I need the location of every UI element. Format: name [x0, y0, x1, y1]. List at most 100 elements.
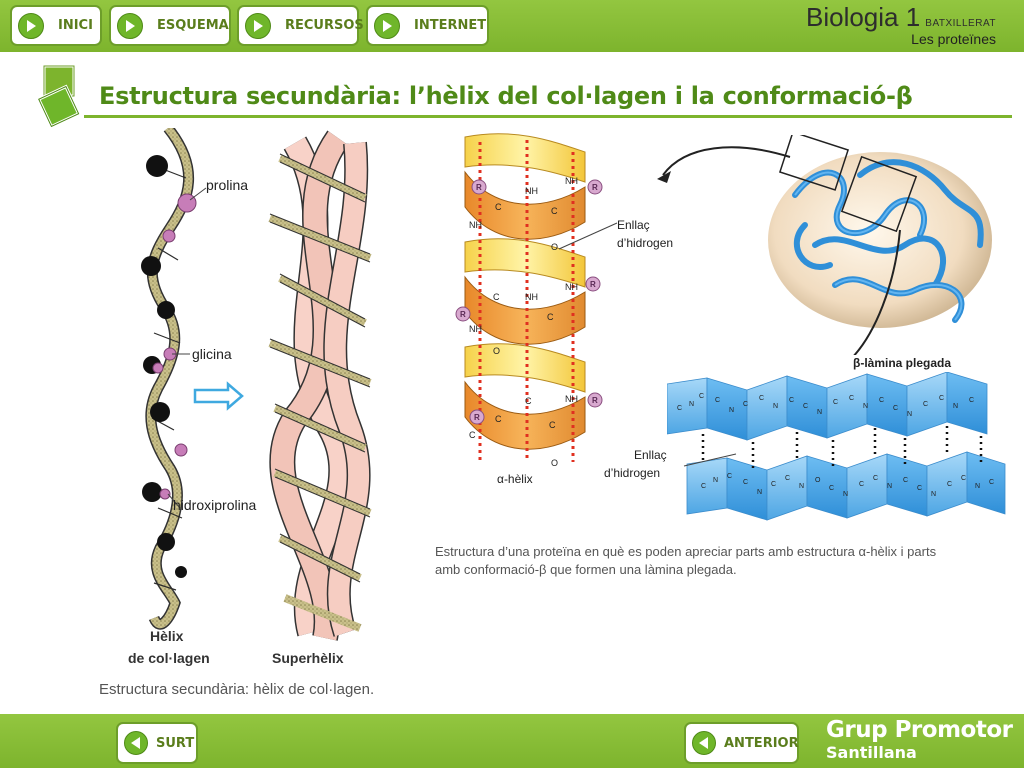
svg-text:N: N — [863, 403, 868, 410]
surt-button[interactable]: SURT — [116, 722, 198, 764]
nav-esquema-button[interactable]: ESQUEMA — [109, 5, 231, 46]
alpha-label: α-hèlix — [497, 472, 533, 486]
svg-text:C: C — [549, 420, 556, 430]
label-glicina: glicina — [192, 346, 232, 362]
svg-text:C: C — [771, 481, 776, 488]
svg-text:C: C — [873, 475, 878, 482]
svg-text:NH: NH — [565, 176, 578, 186]
svg-text:N: N — [729, 407, 734, 414]
play-right-icon — [117, 12, 143, 39]
publisher-logo: Grup Promotor Santillana — [826, 716, 1013, 762]
label-hidroxiprolina: hidroxiprolina — [173, 497, 257, 513]
svg-text:C: C — [493, 292, 500, 302]
svg-text:C: C — [903, 477, 908, 484]
svg-text:C: C — [469, 430, 476, 440]
anterior-label: ANTERIOR — [724, 735, 799, 751]
svg-text:C: C — [727, 473, 732, 480]
protein-caption: Estructura d’una proteïna en què es pode… — [435, 543, 936, 579]
svg-text:O: O — [493, 346, 500, 356]
anterior-button[interactable]: ANTERIOR — [684, 722, 799, 764]
play-left-icon — [124, 731, 148, 755]
nav-internet-button[interactable]: INTERNET — [366, 5, 489, 46]
svg-text:C: C — [961, 475, 966, 482]
svg-text:R: R — [592, 183, 598, 192]
surt-label: SURT — [156, 735, 195, 751]
brand-title: Biologia 1 BATXILLERAT — [806, 2, 996, 33]
top-bar: INICI ESQUEMA RECURSOS INTERNET Biologia… — [0, 0, 1024, 52]
svg-text:C: C — [677, 405, 682, 412]
svg-text:C: C — [939, 395, 944, 402]
nav-recursos-button[interactable]: RECURSOS — [237, 5, 364, 46]
svg-text:R: R — [590, 280, 596, 289]
nav-recursos-label: RECURSOS — [285, 18, 364, 33]
title-divider — [84, 115, 1012, 118]
protein-caption-line1: Estructura d’una proteïna en què es pode… — [435, 544, 937, 559]
svg-text:C: C — [715, 397, 720, 404]
beta-label-bond-line2: d’hidrogen — [604, 466, 661, 480]
svg-text:O: O — [815, 477, 821, 484]
svg-text:C: C — [525, 396, 532, 406]
svg-text:N: N — [975, 483, 980, 490]
svg-text:C: C — [789, 397, 794, 404]
label-helix-line1: Hèlix — [150, 628, 184, 644]
svg-text:C: C — [829, 485, 834, 492]
svg-text:C: C — [989, 479, 994, 486]
label-prolina: prolina — [206, 177, 249, 193]
svg-text:C: C — [969, 397, 974, 404]
nav-esquema-label: ESQUEMA — [157, 18, 229, 33]
svg-text:R: R — [474, 413, 480, 422]
play-right-icon — [18, 12, 44, 39]
svg-text:C: C — [743, 401, 748, 408]
svg-text:O: O — [551, 242, 558, 252]
brand-level: BATXILLERAT — [925, 18, 996, 29]
beta-sheet-label: β-làmina plegada — [853, 356, 952, 370]
svg-text:NH: NH — [565, 282, 578, 292]
svg-text:C: C — [551, 206, 558, 216]
svg-text:N: N — [757, 489, 762, 496]
svg-text:C: C — [743, 479, 748, 486]
svg-text:N: N — [799, 483, 804, 490]
svg-text:NH: NH — [525, 292, 538, 302]
svg-text:C: C — [495, 202, 502, 212]
svg-text:C: C — [785, 475, 790, 482]
svg-text:NH: NH — [469, 220, 482, 230]
svg-text:N: N — [773, 403, 778, 410]
bottom-bar: SURT ANTERIOR — [0, 714, 1024, 768]
svg-text:C: C — [849, 395, 854, 402]
alpha-label-bond-line2: d’hidrogen — [617, 236, 674, 250]
page-title: Estructura secundària: l’hèlix del col·l… — [99, 82, 913, 110]
svg-text:R: R — [592, 396, 598, 405]
play-right-icon — [374, 12, 400, 39]
play-left-icon — [692, 731, 716, 755]
svg-text:R: R — [476, 183, 482, 192]
nav-inici-button[interactable]: INICI — [10, 5, 102, 46]
beta-sheet-figure: CNC CNC CNC CNC CNC CNC CNC CNC CNC CNO … — [667, 372, 1006, 521]
nav-inici-label: INICI — [58, 18, 93, 33]
collagen-caption: Estructura secundària: hèlix de col·lage… — [99, 681, 375, 698]
svg-text:N: N — [953, 403, 958, 410]
svg-text:C: C — [701, 483, 706, 490]
svg-text:C: C — [893, 405, 898, 412]
label-superhelix: Superhèlix — [272, 650, 344, 666]
beta-label-bond-line1: Enllaç — [634, 448, 667, 462]
svg-text:C: C — [547, 312, 554, 322]
svg-text:N: N — [843, 491, 848, 498]
svg-text:N: N — [907, 411, 912, 418]
svg-text:C: C — [699, 393, 704, 400]
svg-text:C: C — [803, 403, 808, 410]
nav-internet-label: INTERNET — [414, 18, 487, 33]
svg-text:N: N — [817, 409, 822, 416]
alpha-bond-leader — [558, 222, 618, 250]
svg-text:N: N — [931, 491, 936, 498]
svg-text:N: N — [887, 483, 892, 490]
svg-text:NH: NH — [469, 324, 482, 334]
svg-text:N: N — [689, 401, 694, 408]
collagen-helix-figure — [141, 128, 372, 641]
label-helix-line2: de col·lagen — [128, 650, 210, 666]
svg-text:N: N — [713, 477, 718, 484]
svg-text:C: C — [859, 481, 864, 488]
svg-text:O: O — [551, 458, 558, 468]
brand-name: Biologia 1 — [805, 2, 921, 32]
brand-subtitle: Les proteïnes — [911, 31, 996, 47]
